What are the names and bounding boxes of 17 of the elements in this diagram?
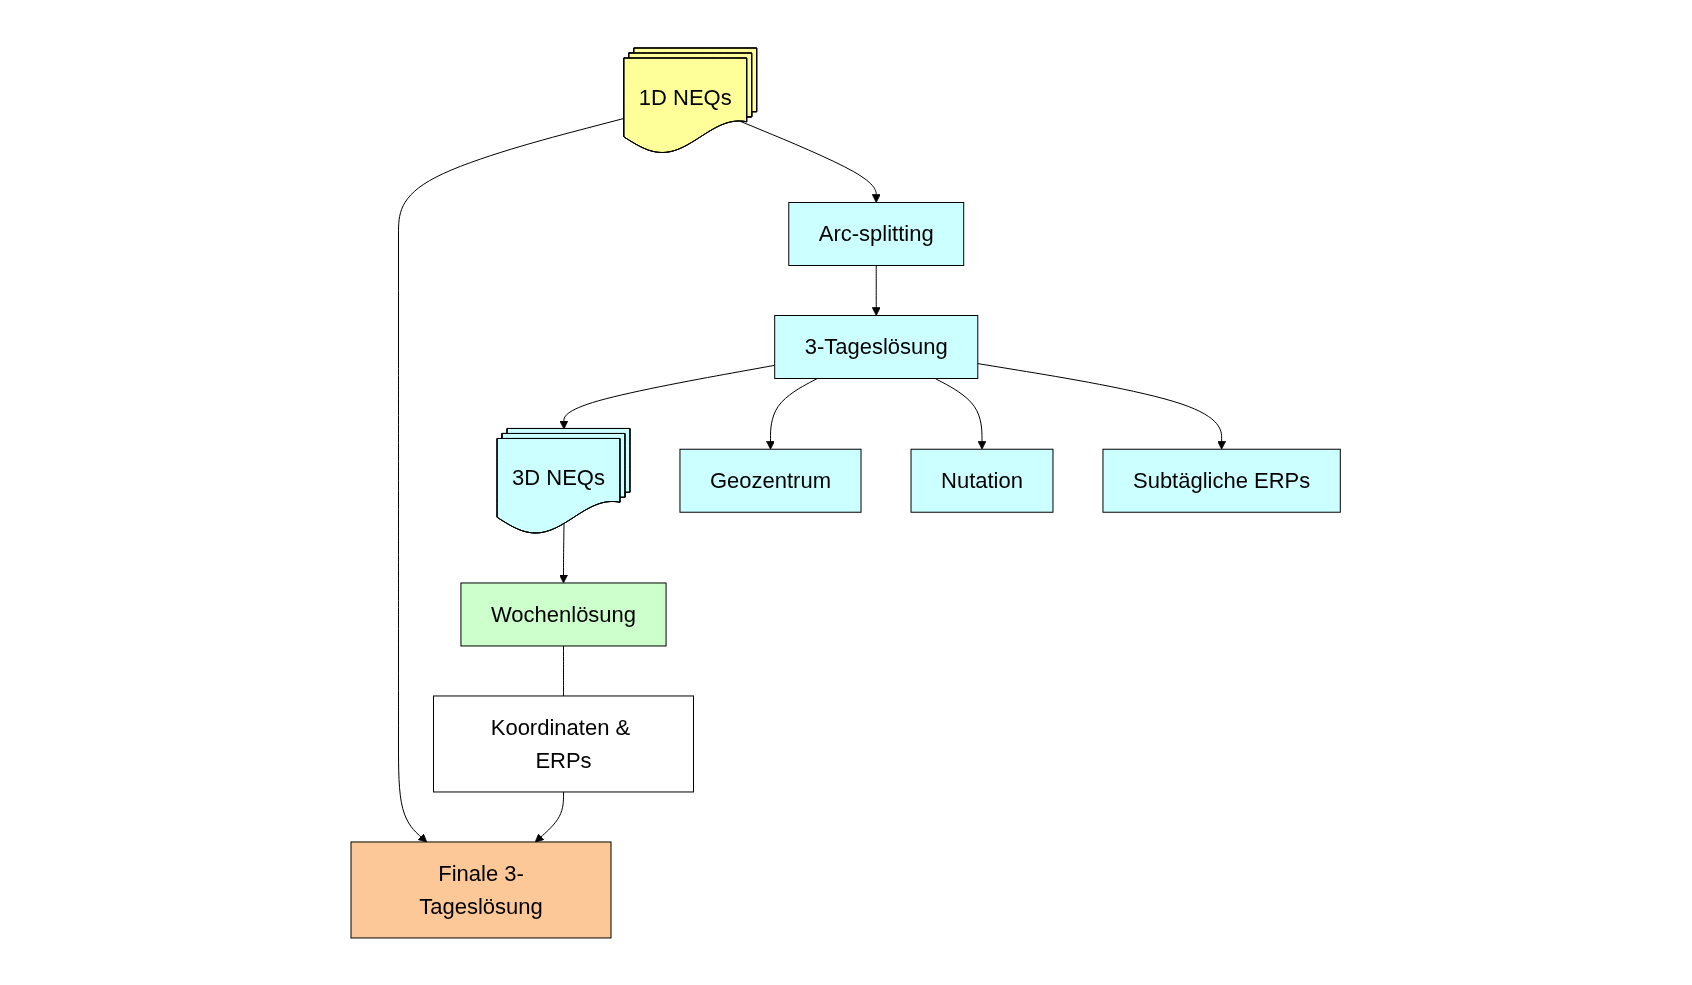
arrow [559, 523, 569, 583]
arrow [535, 791, 565, 842]
arrow [872, 264, 881, 316]
node-box: Wochenlösung [460, 582, 667, 646]
arrow [977, 362, 1227, 450]
node-box: Nutation [910, 448, 1054, 513]
arrow [740, 120, 881, 203]
connector [563, 645, 565, 696]
node-box: Subtägliche ERPs [1102, 448, 1342, 513]
node-box: 3-Tageslösung [774, 314, 979, 379]
node-box: Arc-splitting [788, 201, 965, 266]
arrow [398, 117, 626, 842]
arrow [559, 364, 776, 429]
node-box: Finale 3-Tageslösung [350, 841, 612, 938]
arrow [935, 377, 987, 450]
node-box: Geozentrum [679, 448, 862, 513]
node-box: Koordinaten & ERPs [433, 695, 695, 792]
